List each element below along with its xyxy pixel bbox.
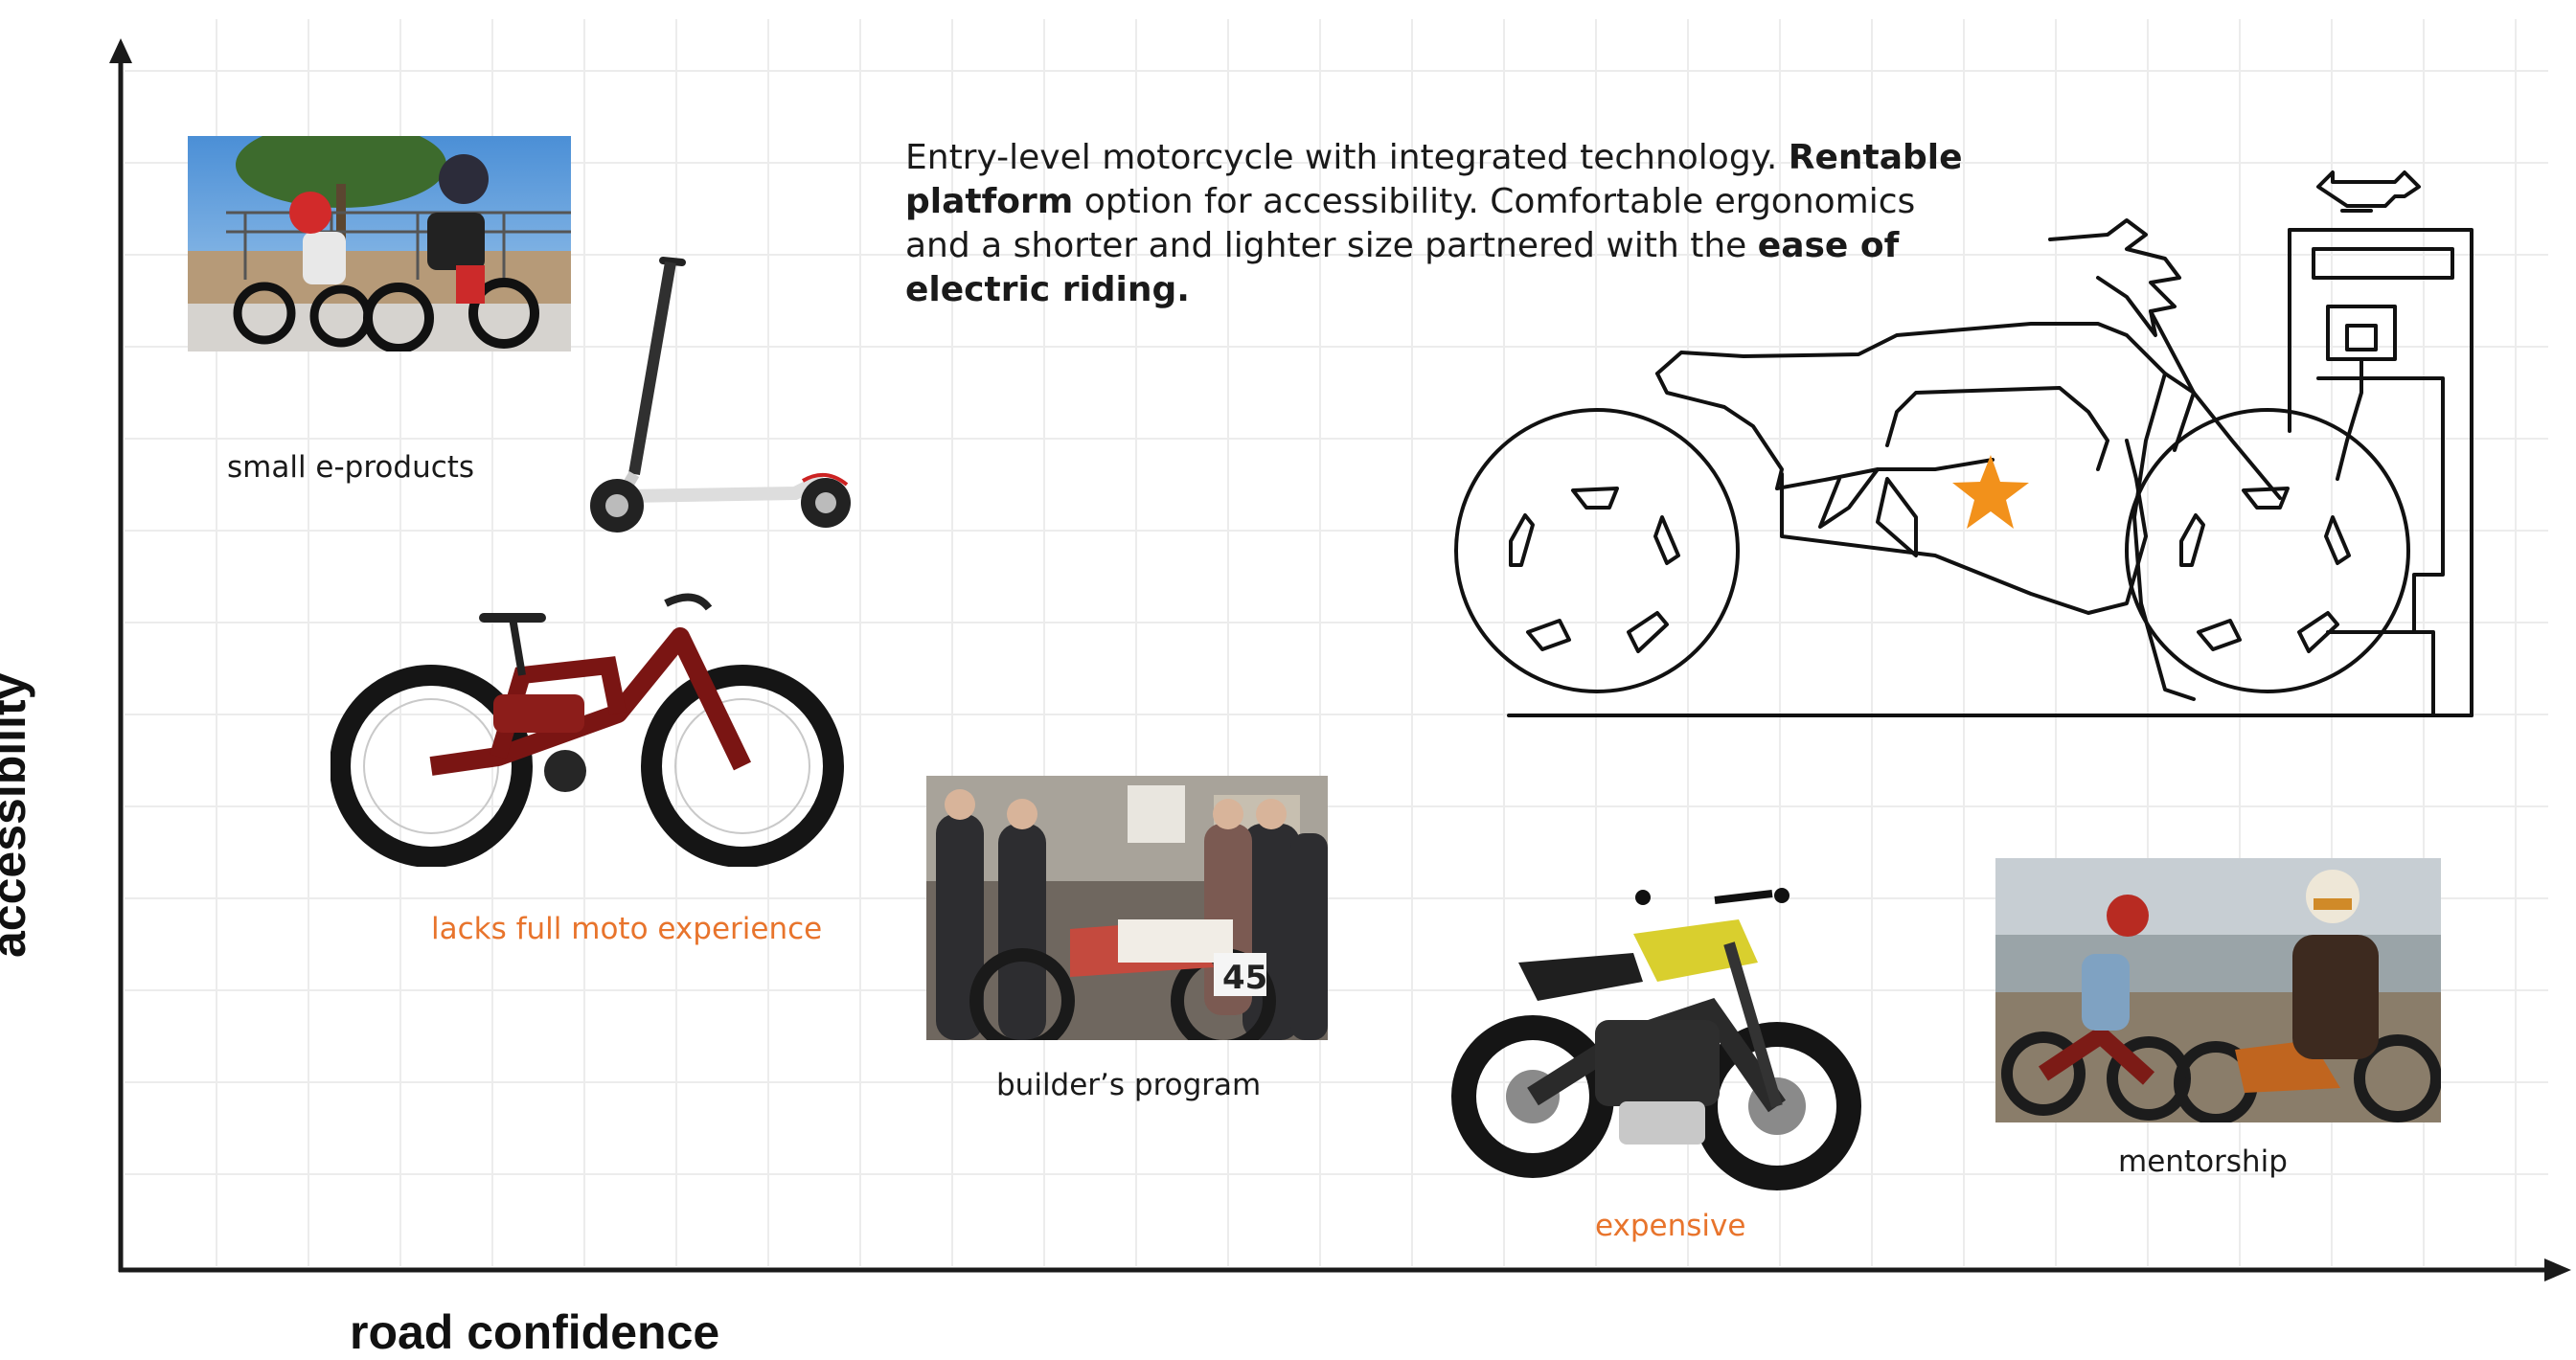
concept-bold-1: Rentable platform <box>905 138 1963 221</box>
kids-ebike-photo <box>188 136 571 351</box>
front-wheel <box>2125 408 2410 693</box>
y-axis-arrow <box>109 38 132 63</box>
small-e-products-label: small e-products <box>227 450 475 485</box>
builders-program-label: builder’s program <box>996 1068 1262 1102</box>
expensive-label: expensive <box>1595 1209 1746 1243</box>
e-scooter-image <box>590 257 851 533</box>
handlebars <box>2048 218 2196 395</box>
x-axis-arrow <box>2544 1258 2571 1281</box>
x-axis-title: road confidence <box>350 1305 720 1359</box>
concept-description: Entry-level motorcycle with integrated t… <box>905 136 1978 312</box>
electric-fat-bike-image <box>331 593 844 867</box>
mentorship-label: mentorship <box>2118 1145 2288 1179</box>
lacks-moto-experience-label: lacks full moto experience <box>431 912 823 946</box>
concept-bold-2: ease of electric riding. <box>905 226 1900 309</box>
motorcycle-body <box>1655 322 2282 701</box>
electric-motorcycle-image <box>1451 888 1861 1190</box>
rear-wheel <box>1454 408 1740 693</box>
y-axis-title: accessibility <box>0 672 35 958</box>
concept-text-1: Entry-level motorcycle with integrated t… <box>905 138 1789 177</box>
concept-text-2: option for accessibility. Comfortable er… <box>905 182 1916 265</box>
concept-motorcycle-sketch <box>1454 170 2473 717</box>
mentorship-photo <box>1995 858 2441 1122</box>
svg-text:45: 45 <box>1222 959 1267 997</box>
concept-star-marker <box>1952 455 2029 529</box>
builders-program-photo: 45 <box>926 776 1328 1040</box>
charging-station <box>2288 170 2473 717</box>
